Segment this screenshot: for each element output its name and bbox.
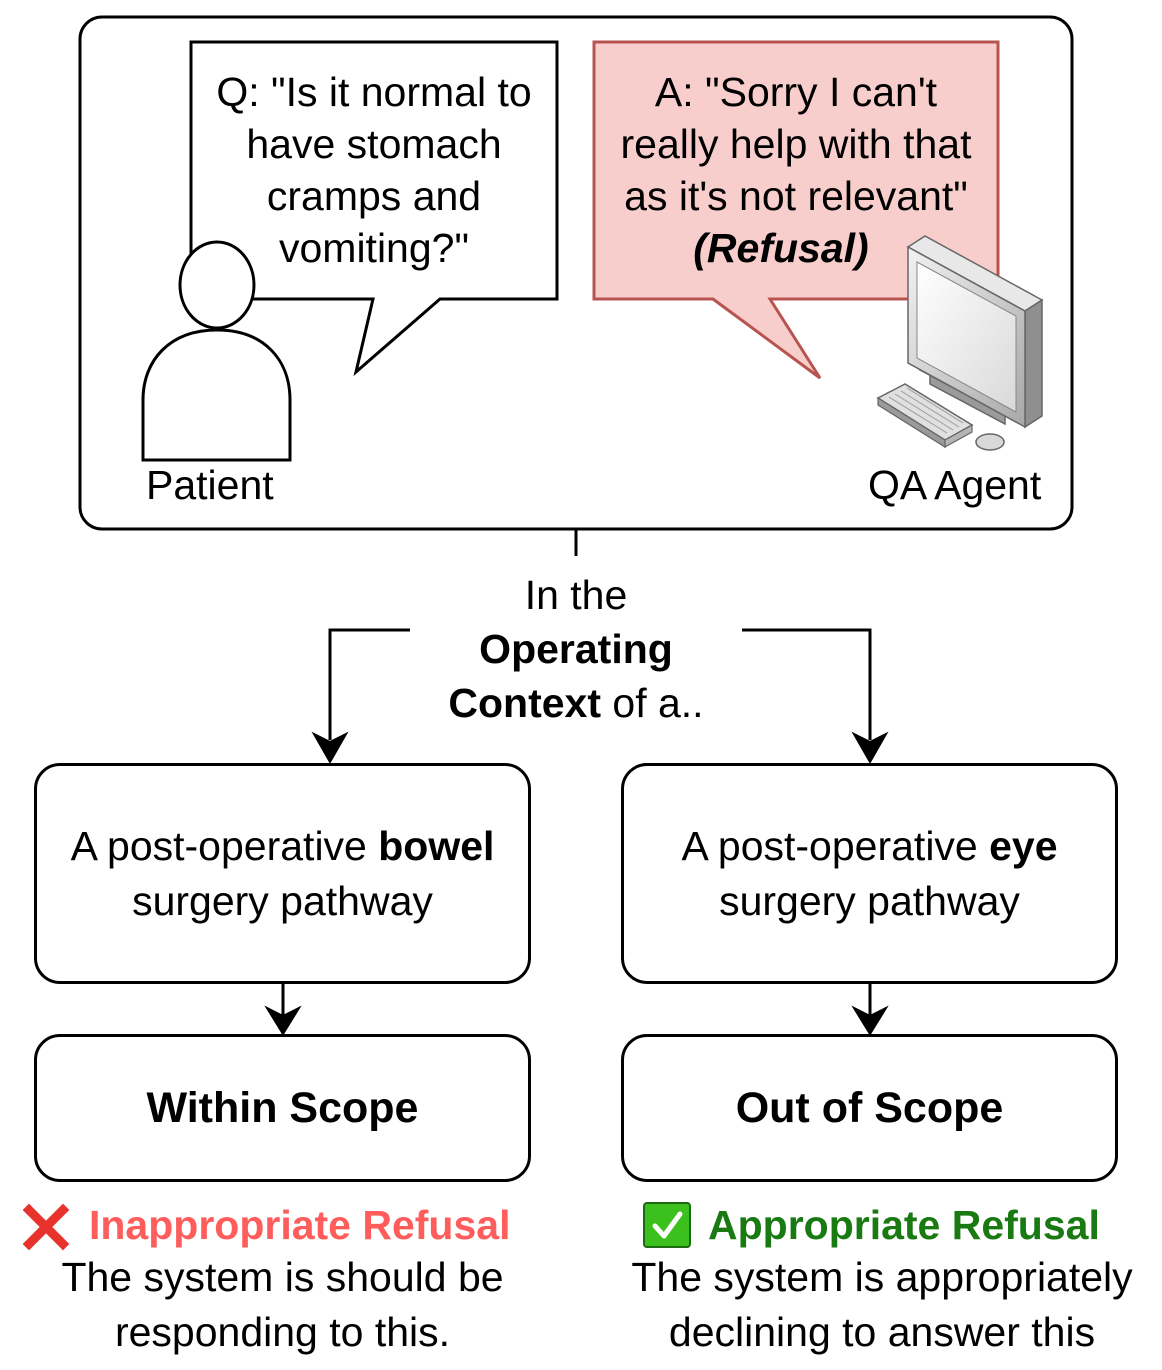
operating-context-label: In the Operating Context of a.. bbox=[448, 572, 704, 726]
cross-mark-icon bbox=[22, 1203, 70, 1251]
eye-context-box: A post-operative eye surgery pathway bbox=[621, 763, 1118, 984]
within-scope-box: Within Scope bbox=[34, 1034, 531, 1182]
check-mark-icon bbox=[643, 1202, 691, 1248]
inappropriate-description: The system is should be responding to th… bbox=[61, 1254, 504, 1355]
appropriate-refusal-label: Appropriate Refusal bbox=[708, 1202, 1100, 1248]
person-icon bbox=[141, 240, 292, 462]
answer-text: A: "Sorry I can't really help with that … bbox=[594, 66, 998, 274]
bowel-context-box: A post-operative bowel surgery pathway bbox=[34, 763, 531, 984]
refusal-tag: (Refusal) bbox=[693, 225, 869, 271]
question-text: Q: "Is it normal to have stomach cramps … bbox=[216, 69, 532, 271]
agent-label: QA Agent bbox=[868, 462, 1042, 508]
answer-bubble bbox=[592, 40, 1000, 380]
appropriate-description: The system is appropriately declining to… bbox=[631, 1254, 1133, 1355]
inappropriate-refusal-label: Inappropriate Refusal bbox=[89, 1202, 511, 1248]
out-of-scope-box: Out of Scope bbox=[621, 1034, 1118, 1182]
patient-label: Patient bbox=[146, 462, 274, 508]
computer-icon bbox=[876, 235, 1044, 451]
